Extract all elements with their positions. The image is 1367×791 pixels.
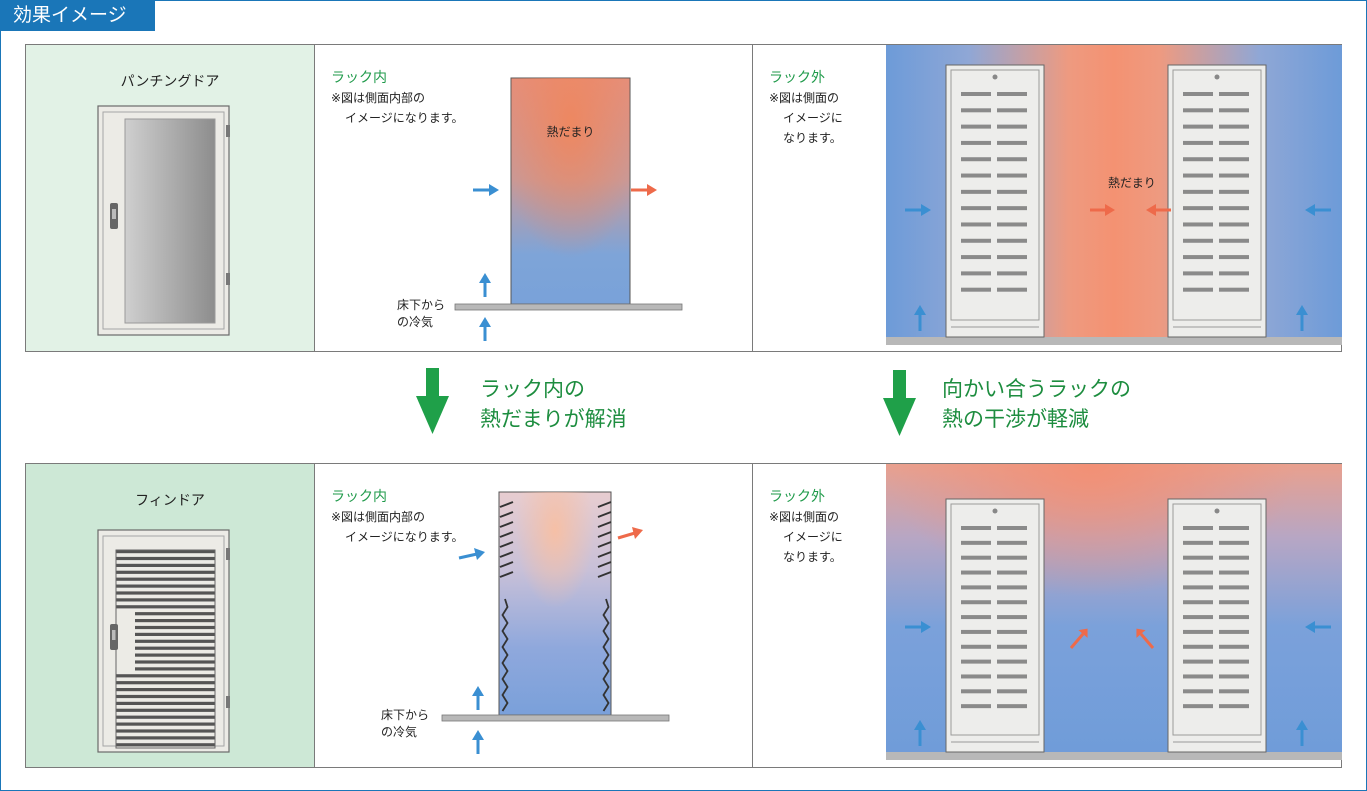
rack-inside-diagram [454, 77, 683, 341]
note-line: イメージに [783, 530, 843, 544]
down-arrow-icon [416, 368, 449, 434]
note-line: イメージに [783, 111, 843, 125]
floor-cool-air-arrow [479, 317, 491, 341]
warm-air-arrow [1146, 204, 1171, 216]
rack-outside-diagram [886, 45, 1342, 345]
warm-air-arrow [1069, 628, 1088, 649]
floor-cool-air-arrow [914, 720, 926, 746]
warm-air-arrow [1090, 204, 1115, 216]
door-cell: パンチングドア [26, 45, 314, 351]
cool-air-arrow [1305, 204, 1331, 216]
rack-outside-diagram [886, 464, 1342, 760]
effect-text: 熱だまりが解消 [480, 407, 627, 431]
hot-spot-label: 熱だまり [546, 125, 595, 139]
warm-air-arrow [631, 184, 657, 196]
note-line: ※図は側面内部の [331, 510, 426, 524]
down-arrow-icon [883, 370, 916, 436]
note-line: イメージになります。 [345, 530, 464, 544]
punching-door-illustration [97, 105, 230, 336]
floor-air-label: 床下から [381, 708, 430, 722]
floor-cool-air-arrow [1296, 720, 1308, 746]
door-label: フィンドア [135, 493, 205, 509]
door-label: パンチングドア [120, 74, 220, 90]
note-line: ※図は側面内部の [331, 91, 426, 105]
note-line: なります。 [783, 550, 842, 564]
warm-air-arrow [1136, 628, 1155, 649]
floor-air-label: 床下から [397, 298, 446, 312]
note-line: なります。 [783, 131, 842, 145]
effect-text: ラック内の [480, 377, 585, 401]
row-punching-door: パンチングドア ラック内 ※図は側面内部の イメージになります。 熱だまり 床下… [25, 44, 1342, 352]
door-cell: フィンドア [26, 464, 314, 767]
rack-inside-diagram [441, 491, 670, 754]
effect-text: 熱の干渉が軽減 [942, 407, 1089, 431]
rack-outside-cell: ラック外 ※図は側面の イメージに なります。 [752, 464, 1342, 767]
section-title: 効果イメージ [0, 0, 155, 31]
floor-cool-air-arrow [479, 273, 491, 297]
cool-air-arrow [905, 621, 931, 633]
cool-air-arrow [1305, 621, 1331, 633]
cool-air-arrow [458, 548, 485, 560]
floor-air-label: の冷気 [397, 315, 434, 329]
warm-air-arrow [617, 527, 643, 540]
note-line: ※図は側面の [769, 510, 840, 524]
rack-outside-title: ラック外 [769, 70, 825, 86]
fin-door-illustration [97, 529, 230, 753]
note-line: イメージになります。 [345, 111, 464, 125]
floor-air-label: の冷気 [381, 725, 418, 739]
rack-inside-cell: ラック内 ※図は側面内部の イメージになります。 熱だまり 床下から の冷気 [314, 45, 753, 351]
row-fin-door: フィンドア ラック内 ※図は側面内部の イメージになります。 床下から の冷気 [25, 463, 1342, 768]
rack-inside-title: ラック内 [331, 70, 387, 86]
server-rack [945, 498, 1045, 753]
cool-air-arrow [473, 184, 499, 196]
server-rack [945, 64, 1045, 338]
floor-cool-air-arrow [472, 686, 484, 710]
server-rack [1167, 64, 1267, 338]
rack-outside-title: ラック外 [769, 489, 825, 505]
effect-text: 向かい合うラックの [942, 377, 1131, 401]
hot-spot-label: 熱だまり [1108, 176, 1156, 190]
note-line: ※図は側面の [769, 91, 840, 105]
floor-cool-air-arrow [914, 305, 926, 331]
rack-outside-cell: ラック外 ※図は側面の イメージに なります。 熱だまり [752, 45, 1342, 351]
rack-inside-title: ラック内 [331, 489, 387, 505]
cool-air-arrow [905, 204, 931, 216]
floor-cool-air-arrow [472, 730, 484, 754]
server-rack [1167, 498, 1267, 753]
floor-cool-air-arrow [1296, 305, 1308, 331]
rack-inside-cell: ラック内 ※図は側面内部の イメージになります。 床下から の冷気 [314, 464, 753, 767]
